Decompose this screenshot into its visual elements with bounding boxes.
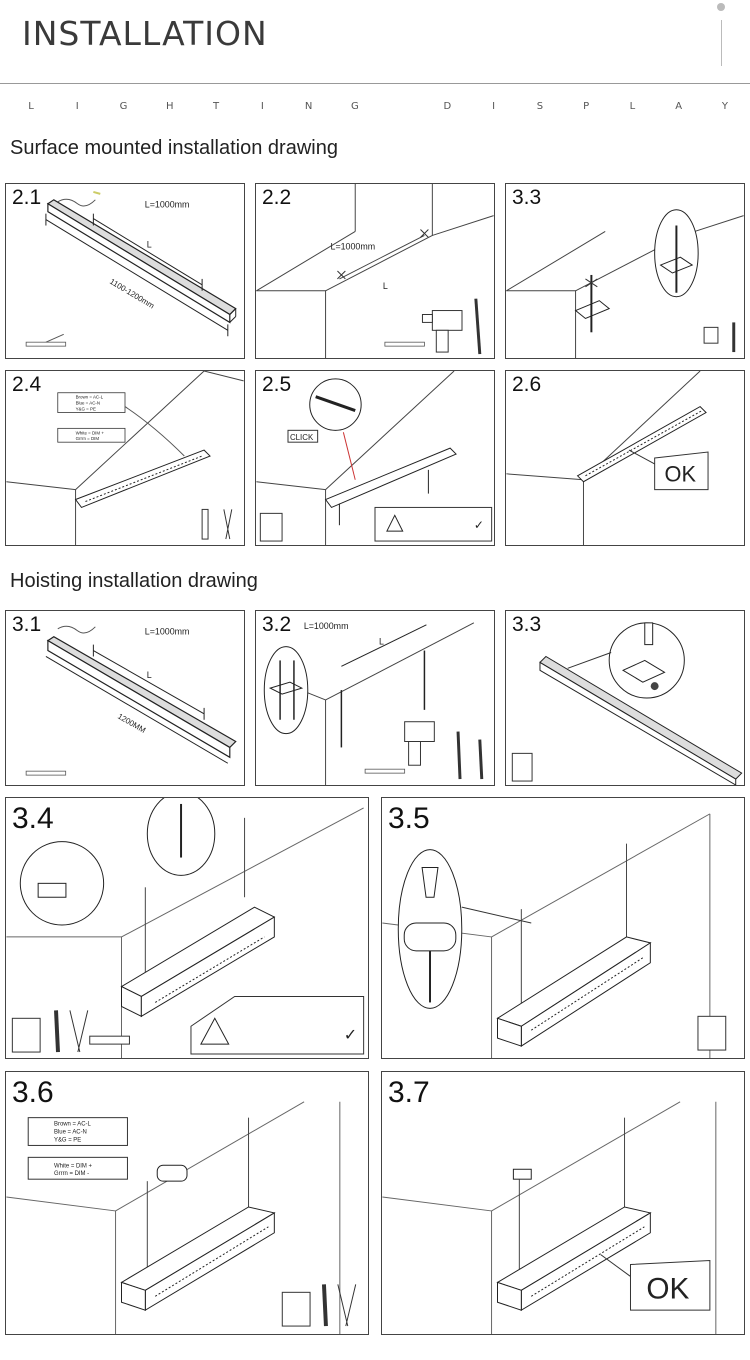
panel-3-1: 3.1 L=1000mm L 1200MM <box>5 610 245 786</box>
dim-total-label: L=1000mm <box>145 200 190 210</box>
drawing-linear-light-hoist: L=1000mm L 1200MM <box>25 625 237 776</box>
subtitle-letter: S <box>536 101 544 112</box>
panel-3-2: 3.2 L=1000mm L <box>255 610 495 786</box>
section-heading-surface: Surface mounted installation drawing <box>10 137 338 159</box>
subtitle-letter: G <box>350 101 359 112</box>
wire-text: Y&G = PE <box>76 407 96 412</box>
drawing-ceiling-drilling: L=1000mm L <box>256 184 494 358</box>
step-label: 3.3 <box>512 613 542 636</box>
decorative-line <box>721 20 722 66</box>
panel-3-3-hoisting: 3.3 <box>505 610 745 786</box>
step-label: 3.3 <box>512 186 542 209</box>
dim-l-label: L <box>383 281 388 291</box>
subtitle-letter: D <box>443 101 452 112</box>
step-label: 3.7 <box>388 1076 430 1109</box>
step-label: 2.6 <box>512 373 542 396</box>
wire-text: White = DIM + <box>76 430 105 435</box>
dim-length-label: 1200MM <box>116 712 147 735</box>
step-label: 3.5 <box>388 802 430 835</box>
page-title: INSTALLATION <box>22 14 268 53</box>
dim-l-label: L <box>147 670 152 680</box>
subtitle-letter: T <box>213 101 220 112</box>
step-label: 2.5 <box>262 373 292 396</box>
title-divider <box>0 83 750 84</box>
svg-text:✓: ✓ <box>474 518 484 532</box>
panel-3-5: 3.5 <box>381 797 745 1059</box>
wire-text: Blue = AC-N <box>76 401 101 406</box>
dim-total-label: L=1000mm <box>331 241 376 251</box>
ok-label: OK <box>646 1272 689 1305</box>
wire-text: Blue = AC-N <box>54 1130 87 1136</box>
drawing-click-fit: CLICK ✓ <box>256 371 493 545</box>
panel-2-6: 2.6 OK <box>505 370 745 546</box>
step-label: 2.4 <box>12 373 42 396</box>
subtitle-letter: I <box>492 101 496 112</box>
drawing-finished-hoisting: OK <box>382 1101 717 1334</box>
panel-3-7: 3.7 OK <box>381 1071 745 1335</box>
subtitle-letter: L <box>28 101 34 112</box>
click-label: CLICK <box>290 433 314 442</box>
dim-total-label: L=1000mm <box>145 627 190 637</box>
step-label: 3.2 <box>262 613 292 636</box>
step-label: 3.4 <box>12 802 54 835</box>
svg-text:✓: ✓ <box>344 1027 357 1044</box>
wire-text: Grrrn = DIM - <box>54 1171 89 1177</box>
drawing-wiring: Brown = AC-L Blue = AC-N Y&G = PE White … <box>6 371 244 545</box>
subtitle-letter: G <box>119 101 128 112</box>
subtitle-letter: N <box>304 101 313 112</box>
drawing-hang-and-level: ✓ <box>6 798 365 1058</box>
wire-text: Y&G = PE <box>54 1137 81 1143</box>
panel-3-3-surface: 3.3 <box>505 183 745 359</box>
wire-text: Grrrn = DIM <box>76 436 100 441</box>
drawing-finished-surface: OK <box>506 371 709 545</box>
subtitle-letter <box>396 101 406 112</box>
subtitle-letter: I <box>75 101 79 112</box>
wire-text: White = DIM + <box>54 1163 92 1169</box>
panel-3-6: 3.6 Brown = AC-L Blue = AC-N Y&G = PE Wh… <box>5 1071 369 1335</box>
subtitle-letter: P <box>583 101 590 112</box>
decorative-dot <box>717 3 725 11</box>
subtitle-letter: A <box>675 101 683 112</box>
panel-2-2: 2.2 L=1000mm L <box>255 183 495 359</box>
drawing-ceiling-anchors: L=1000mm L <box>263 621 484 785</box>
drawing-wiring-canopy: Brown = AC-L Blue = AC-N Y&G = PE White … <box>6 1101 357 1334</box>
panel-3-4: 3.4 ✓ <box>5 797 369 1059</box>
section-heading-hoisting: Hoisting installation drawing <box>10 570 258 592</box>
drawing-mounting-clip <box>506 209 744 358</box>
step-label: 3.6 <box>12 1076 54 1109</box>
dim-total-label: L=1000mm <box>304 621 349 631</box>
subtitle-letter: Y <box>721 101 729 112</box>
drawing-linear-light-dimensions: L=1000mm L 1100-1200mm <box>25 190 237 347</box>
subtitle-letter: L <box>629 101 636 112</box>
drawing-canopy-connection <box>382 813 727 1058</box>
step-label: 2.1 <box>12 186 42 209</box>
ok-label: OK <box>665 462 697 487</box>
subtitle-lighting-display: L I G H T I N G D I S P L A Y <box>26 101 730 112</box>
panel-2-5: 2.5 CLICK ✓ <box>255 370 495 546</box>
drawing-clip-detail <box>511 622 743 785</box>
wire-text: Brown = AC-L <box>76 395 104 400</box>
subtitle-letter: H <box>166 101 174 112</box>
dim-l-label: L <box>147 239 152 249</box>
panel-2-4: 2.4 Brown = AC-L Blue = AC-N Y&G = PE Wh… <box>5 370 245 546</box>
wire-text: Brown = AC-L <box>54 1122 91 1128</box>
dim-l-label: L <box>379 637 384 647</box>
step-label: 2.2 <box>262 186 292 209</box>
panel-2-1: 2.1 L=1000mm L 1100-1200mm <box>5 183 245 359</box>
subtitle-letter: I <box>260 101 264 112</box>
step-label: 3.1 <box>12 613 42 636</box>
